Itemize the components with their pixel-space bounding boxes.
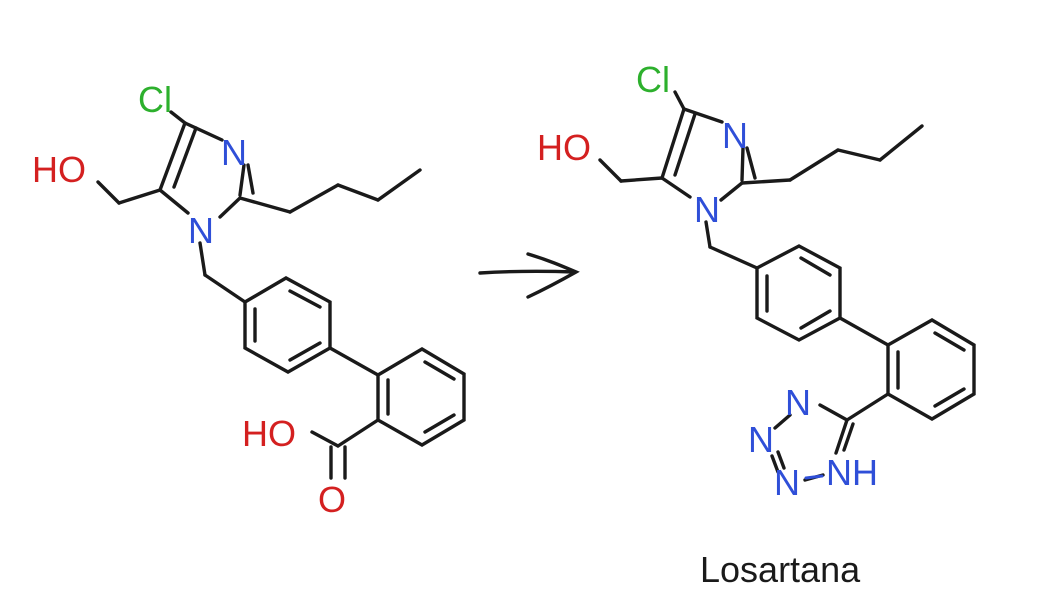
product-bonds <box>598 90 976 482</box>
bond <box>673 90 686 111</box>
bond <box>818 403 849 422</box>
tetrazole-dash <box>804 474 824 480</box>
bond <box>788 148 840 182</box>
tetrazole-nh-label: NH <box>826 452 878 493</box>
bond <box>96 180 121 205</box>
amine-nitrogen-label: N <box>188 210 214 251</box>
bond <box>288 341 322 362</box>
bond <box>310 430 340 448</box>
bond <box>673 112 697 177</box>
bond <box>933 387 966 408</box>
bond <box>773 413 792 430</box>
tetrazole-nitrogen-label: N <box>774 462 800 503</box>
bond <box>376 168 422 202</box>
bond <box>598 158 623 183</box>
product-name: Losartana <box>700 549 861 590</box>
hydroxyl-label: HO <box>32 149 86 190</box>
bond <box>745 146 757 180</box>
bond <box>770 454 780 474</box>
bond <box>845 392 890 422</box>
bond <box>878 124 924 162</box>
bond <box>842 422 855 452</box>
bond <box>158 188 190 215</box>
bond <box>660 176 692 199</box>
bond <box>246 163 255 195</box>
bond <box>886 318 976 421</box>
bond <box>836 148 882 162</box>
bond <box>740 178 792 185</box>
bond <box>423 360 456 381</box>
bond <box>172 126 198 189</box>
bond <box>183 121 224 142</box>
amine-nitrogen-label: N <box>694 189 720 230</box>
imine-nitrogen-label: N <box>722 115 748 156</box>
bond <box>238 163 246 197</box>
bond <box>169 110 187 125</box>
reactant-molecule: Cl HO N N HO O <box>32 79 466 520</box>
bond <box>755 244 842 342</box>
bond <box>288 289 322 309</box>
bond <box>336 183 380 202</box>
bond <box>423 413 456 434</box>
product-molecule: Cl HO N N N N N NH Losartana <box>537 59 976 590</box>
hydroxyl-label: HO <box>537 127 591 168</box>
bond <box>799 309 832 330</box>
bond <box>619 176 664 183</box>
bond <box>218 196 242 219</box>
imine-nitrogen-label: N <box>221 132 247 173</box>
arrow-shaft <box>478 269 577 275</box>
bond <box>117 188 162 205</box>
arrow-head <box>526 252 580 299</box>
carbonyl-oxygen-label: O <box>318 479 346 520</box>
bond <box>336 418 380 448</box>
bond <box>198 241 207 277</box>
bond <box>776 450 786 470</box>
chlorine-label: Cl <box>636 59 670 100</box>
bond <box>708 245 759 270</box>
bond <box>203 273 247 304</box>
bond <box>933 331 966 352</box>
bond <box>719 181 744 202</box>
tetrazole-nitrogen-label: N <box>785 382 811 423</box>
bond <box>838 316 890 347</box>
chlorine-label: Cl <box>138 79 172 120</box>
tetrazole-nitrogen-label: N <box>748 419 774 460</box>
bond <box>288 183 340 214</box>
bond <box>660 107 686 180</box>
bond <box>243 276 332 374</box>
bond <box>158 121 187 192</box>
bond <box>238 196 292 214</box>
bond <box>704 220 712 249</box>
acid-hydroxyl-label: HO <box>242 413 296 454</box>
bond <box>799 256 832 277</box>
bond <box>376 347 466 447</box>
bond <box>328 346 380 377</box>
reactant-bonds <box>96 110 466 480</box>
bond <box>682 107 724 124</box>
reaction-arrow-icon <box>478 252 580 299</box>
bond <box>740 146 745 182</box>
bond <box>834 418 849 455</box>
